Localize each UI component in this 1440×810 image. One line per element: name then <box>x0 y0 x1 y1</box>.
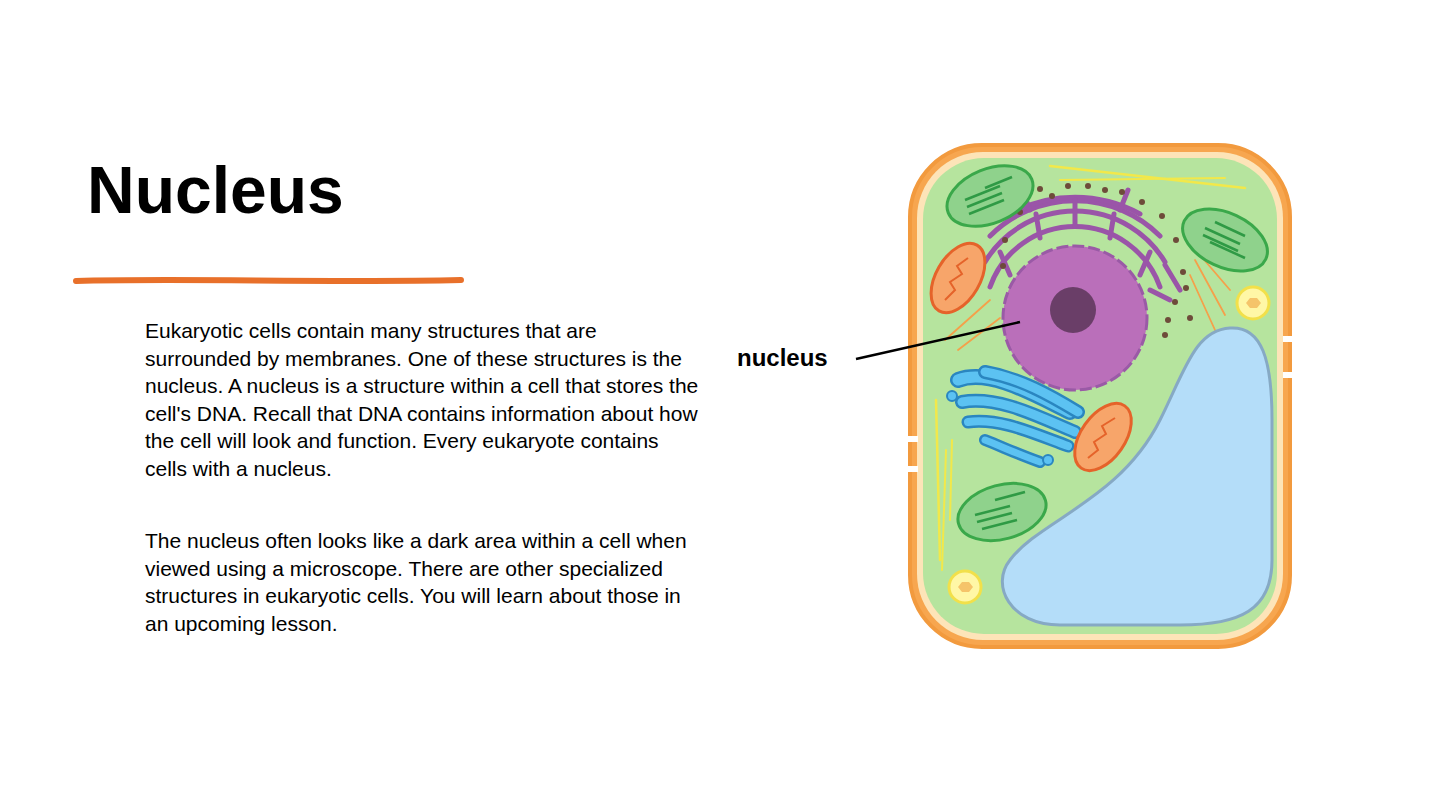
mitochondrion <box>1063 393 1143 480</box>
cell-membrane <box>917 152 1283 640</box>
body-paragraph: Eukaryotic cells contain many structures… <box>145 317 705 483</box>
part-label: nucleus <box>737 344 828 373</box>
leader-line <box>856 322 1020 359</box>
vesicle <box>949 571 981 603</box>
cell-wall <box>910 145 1290 647</box>
nucleus-shape <box>1003 246 1147 390</box>
wall-gap <box>1283 372 1295 378</box>
chloroplast <box>952 474 1053 549</box>
mitochondrion <box>920 234 996 322</box>
wall-gap <box>1283 336 1295 342</box>
golgi-apparatus <box>947 372 1078 465</box>
slide-title: Nucleus <box>87 154 344 227</box>
body-paragraph: The nucleus often looks like a dark area… <box>145 527 705 637</box>
nucleolus <box>1050 287 1096 333</box>
cytoplasm <box>923 158 1277 634</box>
chloroplast <box>1173 197 1277 284</box>
chloroplast <box>938 154 1042 238</box>
vesicle <box>1237 287 1269 319</box>
wall-gap <box>906 436 918 442</box>
title-underline <box>76 280 461 281</box>
wall-gap <box>906 466 918 472</box>
